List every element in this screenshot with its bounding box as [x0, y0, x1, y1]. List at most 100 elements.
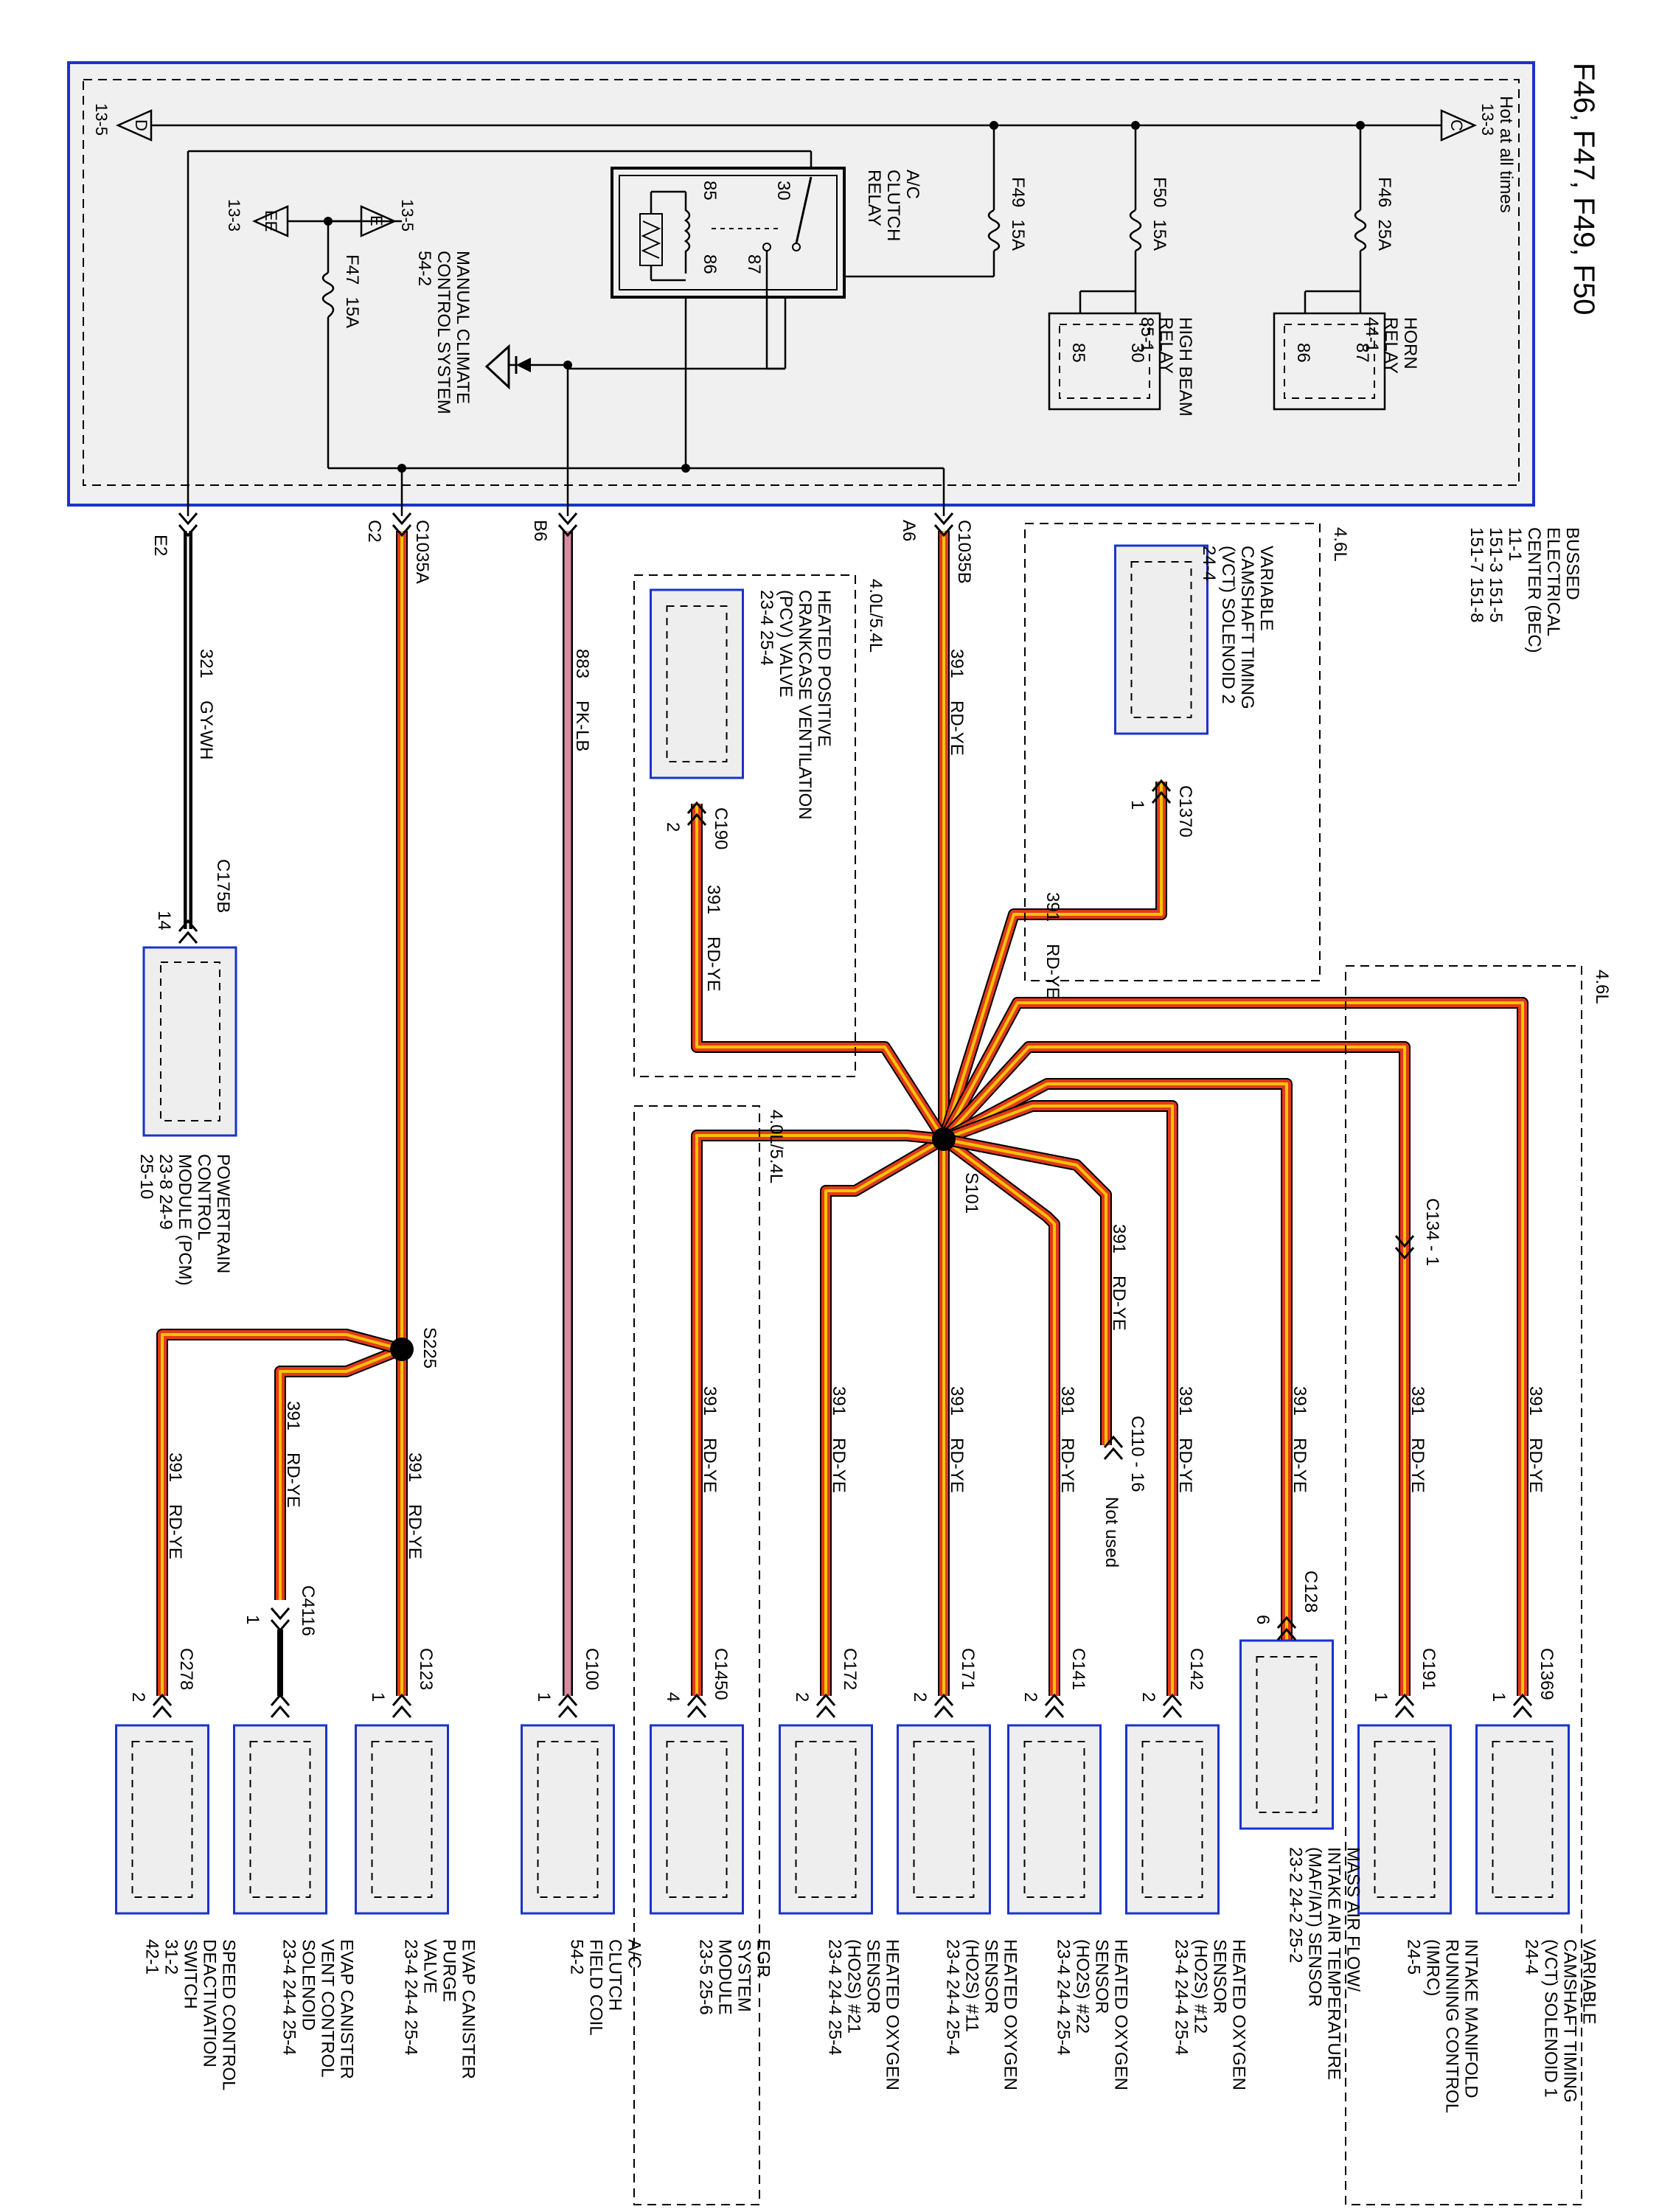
- wire-ho2s21: [820, 1134, 947, 1696]
- svg-text:HIGH BEAM RELAY 85: HIGH BEAM RELAY 85-1: [1137, 317, 1195, 421]
- wire-vct2: [942, 782, 1163, 1140]
- high-beam-relay: 30 85 HIGH BEAM RELAY 85-1: [1048, 291, 1195, 421]
- svg-text:321GY-WH: 321GY-WH: [196, 649, 216, 760]
- wire-ho2s22: [941, 1135, 1059, 1696]
- svg-text:C2: C2: [364, 520, 384, 543]
- component-label-ho2s12: HEATED OXYGENSENSOR(HO2S) #1223-4 24-4 2…: [1172, 1939, 1249, 2090]
- component-inner-ho2s12: [1141, 1741, 1203, 1898]
- pin-label-pcv: 2: [663, 822, 683, 832]
- connector-label-ho2s22: C141: [1068, 1648, 1088, 1690]
- manual-climate-control: MANUAL CLIMATE CONTROL SYSTEM 54-2: [414, 251, 553, 414]
- component-label-vent: EVAP CANISTERVENT CONTROLSOLENOID23-4 24…: [279, 1939, 357, 2079]
- connector-symbol-speed: [152, 1694, 173, 1719]
- svg-text:4.0L/5.4L: 4.0L/5.4L: [766, 1110, 786, 1183]
- wire-egr: [695, 1134, 945, 1696]
- connector-label-egr: C1450: [711, 1648, 731, 1700]
- horn-relay-pin-87: 87: [1352, 343, 1372, 363]
- svg-text:C4116: C4116: [298, 1585, 318, 1636]
- svg-text:Not used: Not used: [1102, 1497, 1121, 1568]
- horn-relay-label-3: 44-1: [1362, 317, 1382, 352]
- component-box-imrc: [1357, 1724, 1452, 1915]
- svg-text:C175B: C175B: [213, 859, 233, 913]
- svg-text:13-5: 13-5: [398, 199, 417, 232]
- component-inner-pcv: [666, 605, 728, 762]
- connector-symbol-vct1: [1512, 1694, 1533, 1719]
- main-wires: 391RD-YE 391RD-YE 391RD-YE 391RD-YE 391RD-YE…: [156, 531, 1545, 1696]
- component-box-purge: [355, 1724, 449, 1915]
- connector-label-acclutch: C100: [582, 1648, 602, 1690]
- fuse-f49-label: F4915A: [1008, 177, 1028, 251]
- component-box-egr: [650, 1724, 744, 1915]
- component-label-ho2s21: HEATED OXYGENSENSOR(HO2S) #2123-4 24-4 2…: [825, 1939, 902, 2090]
- fuse-f46-label: F4625A: [1374, 177, 1394, 251]
- svg-text:A/C CLUTCH RELAY: A/C CLUTCH RELAY: [864, 170, 922, 246]
- connector-symbol-acclutch: [557, 1694, 578, 1719]
- label-wire-maf: 391RD-YE: [1290, 1386, 1310, 1493]
- wire-imrc: [942, 1046, 1406, 1696]
- component-inner-maf: [1256, 1656, 1318, 1813]
- component-inner-egr: [666, 1741, 728, 1898]
- wire-maf: [943, 1082, 1288, 1641]
- component-box-vct1: [1475, 1724, 1570, 1915]
- pin-label-acclutch: 1: [534, 1692, 554, 1702]
- manual-climate-label-1: MANUAL CLIMATE: [453, 251, 473, 404]
- component-box-maf: [1239, 1639, 1334, 1830]
- bec-splice-dots: [324, 121, 1365, 473]
- svg-text:S101: S101: [961, 1172, 981, 1214]
- svg-text:E2: E2: [150, 535, 170, 556]
- connector-symbol-egr: [686, 1694, 707, 1719]
- component-label-ho2s22: HEATED OXYGENSENSOR(HO2S) #2223-4 24-4 2…: [1054, 1939, 1131, 2090]
- component-box-vent: [233, 1724, 327, 1915]
- svg-text:C: C: [1447, 119, 1466, 131]
- svg-text:C110 - 16: C110 - 16: [1127, 1416, 1147, 1492]
- pcm-module: POWERTRAIN CONTROL MODULE (PCM) 23-8 24-…: [136, 946, 237, 1286]
- hot-at-all-times-label: Hot at all times: [1496, 96, 1516, 213]
- pin-label-vct2: 1: [1127, 800, 1147, 810]
- connector-label-speed: C278: [176, 1648, 196, 1690]
- component-box-ho2s22: [1007, 1724, 1102, 1915]
- connector-symbol-purge: [392, 1694, 412, 1719]
- component-box-speed: [115, 1724, 209, 1915]
- pk-lb-wire: 883PK-LB: [563, 531, 592, 1696]
- bec-label: BUSSED ELECTRICAL CENTER (BEC) 11-1 151-…: [1467, 527, 1582, 658]
- component-label-vct1: VARIABLECAMSHAFT TIMING(VCT) SOLENOID 12…: [1522, 1939, 1599, 2103]
- component-label-purge: EVAP CANISTERPURGEVALVE23-4 24-4 25-4: [401, 1939, 479, 2079]
- connector-symbol-ho2s21: [815, 1694, 836, 1719]
- label-wire-ho2s22: 391RD-YE: [1057, 1386, 1077, 1493]
- fuse-symbols: [321, 209, 1367, 318]
- svg-text:14: 14: [154, 911, 174, 931]
- high-beam-relay-label-1: HIGH BEAM: [1175, 317, 1195, 417]
- gy-wh-wire: 321GY-WH: [184, 531, 216, 929]
- horn-relay: 87 86 HORN RELAY 44-1: [1273, 291, 1420, 411]
- wire-not-used: [943, 1138, 1107, 1445]
- pin-label-maf: 6: [1253, 1615, 1273, 1624]
- component-inner-ho2s22: [1023, 1741, 1085, 1898]
- connector-label-purge: C123: [416, 1648, 436, 1690]
- ac-relay-label-1: A/C: [902, 170, 922, 199]
- svg-text:C1035A: C1035A: [412, 520, 432, 584]
- wire-ho2s21: [821, 1135, 947, 1696]
- pin-label-ho2s21: 2: [792, 1692, 812, 1702]
- component-label-imrc: INTAKE MANIFOLDRUNNING CONTROL(IMRC)24-5: [1404, 1939, 1481, 2113]
- label-wire-pcv: 391RD-YE: [703, 885, 723, 992]
- svg-text:13-3: 13-3: [1478, 103, 1497, 136]
- svg-text:13-5: 13-5: [92, 103, 111, 136]
- component-inner-vct2: [1130, 561, 1192, 718]
- label-wire-speed: 391RD-YE: [165, 1453, 185, 1559]
- ac-relay-pin-85: 85: [700, 181, 720, 201]
- component-label-egr: EGRSYSTEMMODULE23-5 25-6: [696, 1939, 773, 2015]
- svg-text:B6: B6: [530, 520, 550, 541]
- svg-text:1: 1: [243, 1615, 262, 1624]
- svg-text:C134 - 1: C134 - 1: [1422, 1198, 1442, 1266]
- component-inner-ho2s21: [795, 1741, 857, 1898]
- label-wire-purge: 391RD-YE: [405, 1453, 425, 1559]
- connector-symbol-ho2s12: [1162, 1694, 1183, 1719]
- label-wire-ho2s11: 391RD-YE: [947, 1386, 967, 1493]
